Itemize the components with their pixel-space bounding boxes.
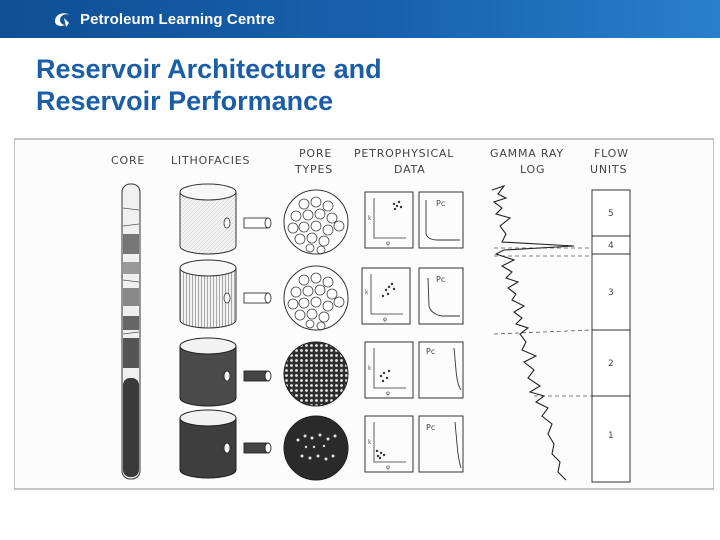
flow-unit-1-cell — [591, 395, 631, 483]
crossplot-3-k-label: k — [368, 365, 372, 372]
core-column — [121, 183, 141, 480]
pore-type-1 — [283, 189, 349, 255]
crossplot-1-k-label: k — [368, 215, 372, 222]
pc-label-2: Pc — [436, 275, 445, 284]
crossplot-3-phi-label: φ — [386, 390, 390, 397]
pc-curve-plot-1 — [418, 191, 464, 249]
lithofacies-3 — [179, 337, 272, 407]
pc-curve-plot-2 — [418, 267, 464, 325]
flow-unit-3-label: 3 — [608, 288, 614, 298]
lithofacies-1 — [179, 183, 272, 255]
header-core: CORE — [111, 154, 145, 167]
brand: Petroleum Learning Centre — [52, 9, 275, 29]
flow-unit-1-label: 1 — [608, 431, 614, 441]
pc-label-1: Pc — [436, 199, 445, 208]
header-pore-types-line2: TYPES — [294, 163, 333, 176]
flow-unit-4-label: 4 — [608, 241, 614, 251]
title-line-2: Reservoir Performance — [36, 86, 334, 116]
reservoir-architecture-figure: CORE LITHOFACIES PORE TYPES PETROPHYSICA… — [14, 138, 714, 490]
pore-type-4 — [283, 415, 349, 481]
flow-unit-3-cell — [591, 253, 631, 331]
flow-unit-2-cell — [591, 329, 631, 397]
header-gamma-ray-line2: LOG — [520, 163, 545, 176]
crossplot-2 — [361, 267, 411, 325]
lithofacies-4 — [179, 409, 272, 479]
header-pore-types-line1: PORE — [299, 147, 332, 160]
title-line-1: Reservoir Architecture and — [36, 54, 382, 84]
flow-unit-2-label: 2 — [608, 359, 614, 369]
pore-type-2 — [283, 265, 349, 331]
header-petrophysical-line1: PETROPHYSICAL — [354, 147, 454, 160]
slide-title: Reservoir Architecture and Reservoir Per… — [36, 53, 382, 117]
brand-name: Petroleum Learning Centre — [80, 10, 276, 28]
figure-canvas: CORE LITHOFACIES PORE TYPES PETROPHYSICA… — [14, 138, 714, 490]
header-gamma-ray-line1: GAMMA RAY — [490, 147, 564, 160]
header-flow-units-line1: FLOW — [594, 147, 629, 160]
crossplot-1-phi-label: φ — [386, 240, 390, 247]
lithofacies-2 — [179, 259, 272, 329]
header-bar: Petroleum Learning Centre — [0, 0, 720, 38]
crossplot-4-phi-label: φ — [386, 464, 390, 471]
crossplot-1 — [364, 191, 414, 249]
header-petrophysical-line2: DATA — [394, 163, 426, 176]
crossplot-2-phi-label: φ — [383, 316, 387, 323]
pore-type-3 — [283, 341, 349, 407]
pc-curve-plot-3 — [418, 341, 464, 399]
header-flow-units-line2: UNITS — [590, 163, 627, 176]
crossplot-4 — [364, 415, 414, 473]
swirl-logo-icon — [55, 13, 70, 27]
pc-label-4: Pc — [426, 423, 435, 432]
gamma-ray-log-trace — [491, 184, 575, 481]
pc-curve-plot-4 — [418, 415, 464, 473]
header-lithofacies: LITHOFACIES — [171, 154, 250, 167]
crossplot-3 — [364, 341, 414, 399]
crossplot-4-k-label: k — [368, 439, 372, 446]
flow-units-column — [591, 189, 631, 483]
flow-unit-5-label: 5 — [608, 209, 614, 219]
crossplot-2-k-label: k — [365, 289, 369, 296]
pc-label-3: Pc — [426, 347, 435, 356]
